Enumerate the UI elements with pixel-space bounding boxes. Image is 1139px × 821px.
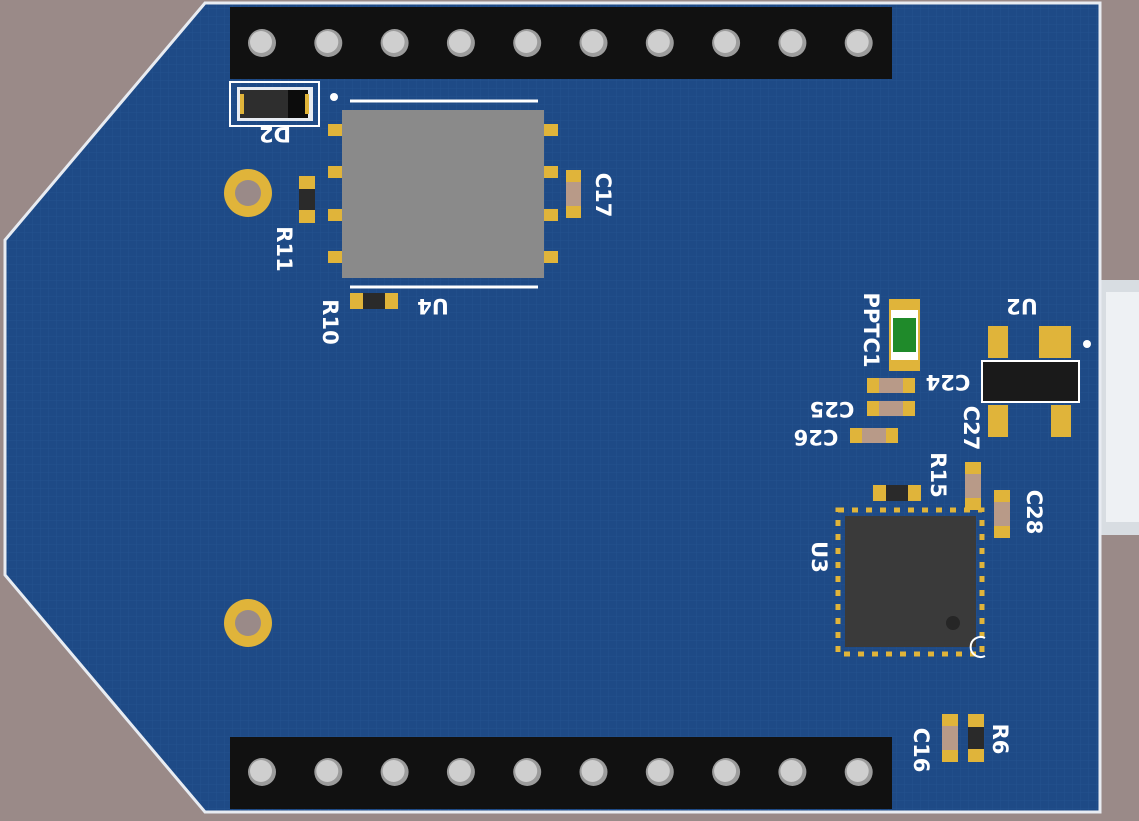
label-c25: C25 xyxy=(810,397,855,421)
label-d2: D2 xyxy=(259,122,291,146)
header-pin-tip xyxy=(581,31,604,53)
mounting-hole xyxy=(224,169,272,217)
capacitor-c28 xyxy=(994,490,1010,538)
header-pin-tip xyxy=(316,31,339,53)
u2-pin1-dot xyxy=(1083,340,1091,348)
label-c27: C27 xyxy=(959,406,983,451)
label-r11: R11 xyxy=(272,226,296,271)
label-r6: R6 xyxy=(988,724,1012,755)
capacitor-c25 xyxy=(867,401,915,416)
u4-pin1-dot xyxy=(330,93,338,101)
capacitor-c17 xyxy=(566,170,581,218)
ptc-fuse-pptc1 xyxy=(889,299,920,371)
top-pin-header xyxy=(230,7,892,79)
regulator-u2 xyxy=(981,326,1091,437)
resistor-r6 xyxy=(968,714,984,762)
capacitor-c26 xyxy=(850,428,898,443)
u3-pin1-marker xyxy=(969,636,986,658)
u3-pads xyxy=(835,507,985,657)
label-c26: C26 xyxy=(794,425,839,449)
label-c16: C16 xyxy=(909,728,933,773)
header-pin-tip xyxy=(250,31,272,53)
header-pin-tip xyxy=(250,760,272,782)
resistor-r15 xyxy=(873,485,921,501)
u4-pad xyxy=(328,166,342,178)
u4-pad xyxy=(328,124,342,136)
header-pin-tip xyxy=(515,760,538,782)
header-pin-tip xyxy=(382,31,405,53)
u4-pad xyxy=(544,209,558,221)
u4-pad xyxy=(544,124,558,136)
u2-pad xyxy=(988,405,1008,437)
u4-body xyxy=(342,110,544,278)
header-pin-tip xyxy=(515,31,538,53)
usb-connector-shell xyxy=(1106,292,1139,522)
label-c28: C28 xyxy=(1022,490,1046,535)
header-pin-tip xyxy=(448,760,471,782)
resistor-r11 xyxy=(299,176,315,223)
d2-pad-b xyxy=(305,94,309,114)
capacitor-c16 xyxy=(942,714,958,762)
header-pin-tip xyxy=(714,31,737,53)
header-pin-tip xyxy=(780,31,803,53)
header-pin-tip xyxy=(780,760,803,782)
capacitor-c27 xyxy=(965,462,981,510)
u4-pad xyxy=(328,209,342,221)
d2-silkscreen-outline xyxy=(229,81,320,127)
u2-pad xyxy=(1051,405,1071,437)
header-pin-tip xyxy=(846,760,869,782)
bottom-pin-header xyxy=(230,737,892,809)
module-u4 xyxy=(328,93,558,289)
header-pin-tip xyxy=(846,31,869,53)
header-pin-tip xyxy=(647,31,670,53)
header-pin-tip xyxy=(581,760,604,782)
mounting-hole xyxy=(224,599,272,647)
capacitor-c24 xyxy=(867,378,915,393)
u3-pin1-dimple xyxy=(946,616,960,630)
header-pin-tip xyxy=(316,760,339,782)
label-pptc1: PPTC1 xyxy=(859,292,883,367)
header-pin-tip xyxy=(647,760,670,782)
u2-pad xyxy=(988,326,1008,358)
label-u4: U4 xyxy=(417,294,449,318)
header-pin-tip xyxy=(382,760,405,782)
label-c24: C24 xyxy=(926,370,971,394)
label-u2: U2 xyxy=(1006,294,1038,318)
header-pin-tip xyxy=(448,31,471,53)
ic-u3 xyxy=(835,507,986,658)
u4-pad xyxy=(544,166,558,178)
header-pin-tip xyxy=(714,760,737,782)
resistor-r10 xyxy=(350,293,398,309)
u4-pad xyxy=(328,251,342,263)
label-c17: C17 xyxy=(591,173,615,218)
d2-pad-a xyxy=(240,94,244,114)
label-u3: U3 xyxy=(807,541,831,573)
label-r10: R10 xyxy=(318,299,342,344)
u2-body xyxy=(981,360,1080,403)
u4-pad xyxy=(544,251,558,263)
pcb-board xyxy=(3,1,1102,814)
d2-cathode-band xyxy=(288,90,308,118)
diode-d2 xyxy=(229,81,320,127)
u2-pad xyxy=(1039,326,1071,358)
label-r15: R15 xyxy=(926,452,950,497)
